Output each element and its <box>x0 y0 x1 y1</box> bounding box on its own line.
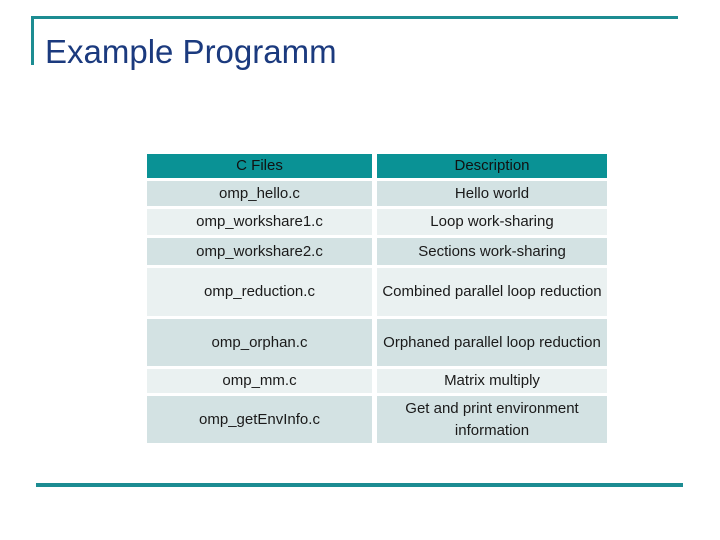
column-header-c-files: C Files <box>147 154 372 178</box>
table-cell-file: omp_workshare2.c <box>147 238 372 265</box>
table-cell-description: Sections work-sharing <box>377 238 607 265</box>
table-cell-description: Combined parallel loop reduction <box>377 268 607 316</box>
table-cell-file: omp_mm.c <box>147 369 372 393</box>
table-cell-file: omp_reduction.c <box>147 268 372 316</box>
title-accent-rule <box>31 16 678 65</box>
page-title: Example Programm <box>45 33 337 70</box>
c-files-table: C Files Description omp_hello.c Hello wo… <box>147 154 607 443</box>
column-header-description: Description <box>377 154 607 178</box>
table-cell-description: Loop work-sharing <box>377 209 607 235</box>
table-cell-file: omp_orphan.c <box>147 319 372 366</box>
table-cell-description: Get and print environment information <box>377 396 607 443</box>
table-cell-file: omp_getEnvInfo.c <box>147 396 372 443</box>
footer-divider <box>36 483 683 487</box>
table-cell-file: omp_workshare1.c <box>147 209 372 235</box>
table-cell-description: Orphaned parallel loop reduction <box>377 319 607 366</box>
table-cell-description: Hello world <box>377 181 607 206</box>
table-cell-file: omp_hello.c <box>147 181 372 206</box>
table-cell-description: Matrix multiply <box>377 369 607 393</box>
